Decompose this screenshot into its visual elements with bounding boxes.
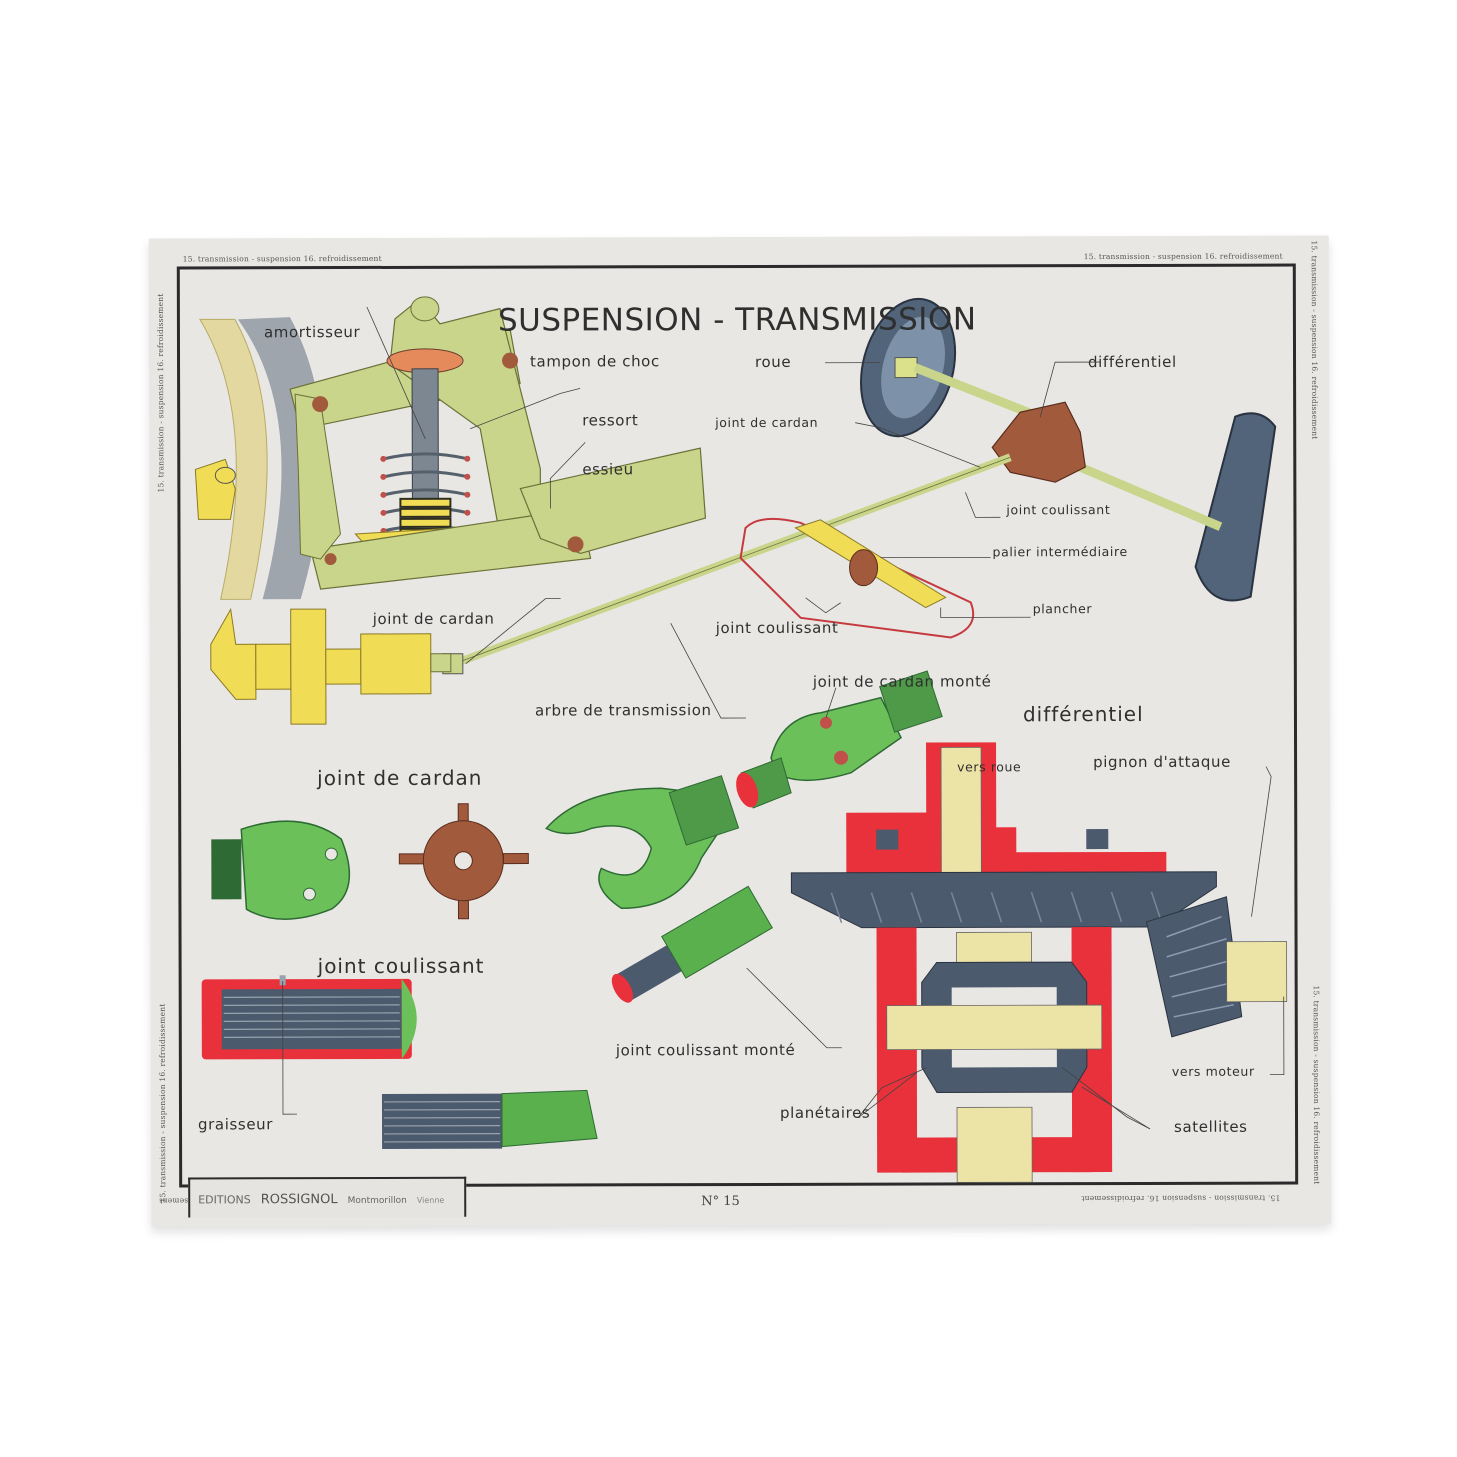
poster-frame: SUSPENSION - TRANSMISSION amortisseur ta…: [176, 263, 1299, 1218]
label-ressort: ressort: [582, 411, 639, 430]
label-palier-intermediaire: palier intermédiaire: [992, 543, 1128, 560]
publisher-name: ROSSIGNOL: [260, 1192, 338, 1208]
label-roue: roue: [755, 352, 792, 371]
heading-joint-de-cardan: joint de cardan: [317, 765, 483, 791]
margin-caption-top-right: 15. transmission - suspension 16. refroi…: [1083, 251, 1283, 262]
label-vers-moteur: vers moteur: [1171, 1063, 1255, 1079]
gearbox-illustration: [210, 607, 452, 725]
poster-title: SUSPENSION - TRANSMISSION: [497, 301, 977, 339]
publisher-box: EDITIONS ROSSIGNOL Montmorillon Vienne: [188, 1176, 467, 1218]
publisher-city: Montmorillon: [347, 1195, 407, 1207]
publisher-region: Vienne: [416, 1195, 445, 1205]
label-joint-de-cardan-top: joint de cardan: [715, 414, 819, 431]
label-satellites: satellites: [1174, 1117, 1248, 1136]
margin-caption-top-left: 15. transmission - suspension 16. refroi…: [182, 253, 382, 264]
differential-illustration: [790, 742, 1288, 1183]
publisher-editions: EDITIONS: [198, 1193, 251, 1207]
heading-joint-coulissant: joint coulissant: [317, 953, 485, 979]
margin-caption-bottom-right: 15. transmission - suspension 16. refroi…: [1081, 1193, 1281, 1204]
label-essieu: essieu: [582, 460, 634, 479]
plate-number: N° 15: [701, 1194, 740, 1210]
label-planetaires: planétaires: [779, 1103, 871, 1122]
label-joint-coulissant-top: joint coulissant: [1006, 502, 1111, 518]
illustration-layer: [194, 296, 1288, 1183]
label-differentiel-top: différentiel: [1088, 352, 1177, 372]
label-pignon-d-attaque: pignon d'attaque: [1093, 752, 1231, 772]
margin-caption-left-bottom: 15. transmission - suspension 16. refroi…: [157, 1003, 168, 1203]
margin-caption-right-top: 15. transmission - suspension 16. refroi…: [1309, 240, 1320, 440]
label-joint-coulissant-monte: joint coulissant monté: [615, 1040, 796, 1060]
margin-caption-right-bottom: 15. transmission - suspension 16. refroi…: [1311, 985, 1322, 1185]
suspension-illustration: [194, 296, 707, 600]
sliding-joint-illustration: [201, 885, 842, 1149]
label-joint-de-cardan-monte: joint de cardan monté: [812, 672, 992, 691]
label-tampon-de-choc: tampon de choc: [530, 352, 660, 371]
label-plancher: plancher: [1032, 601, 1093, 617]
label-amortisseur: amortisseur: [263, 322, 361, 342]
label-joint-de-cardan-mid: joint de cardan: [372, 609, 495, 628]
label-vers-roue: vers roue: [957, 759, 1022, 775]
heading-differentiel: différentiel: [1022, 701, 1144, 727]
label-graisseur: graisseur: [198, 1115, 274, 1134]
label-joint-coulissant-mid: joint coulissant: [715, 618, 839, 638]
label-arbre-de-transmission: arbre de transmission: [534, 701, 712, 720]
poster-sheet: 15. transmission - suspension 16. refroi…: [148, 235, 1332, 1227]
margin-caption-left-top: 15. transmission - suspension 16. refroi…: [155, 293, 166, 493]
cardan-parts-illustration: [211, 670, 943, 920]
driveline-illustration: [439, 297, 1277, 719]
